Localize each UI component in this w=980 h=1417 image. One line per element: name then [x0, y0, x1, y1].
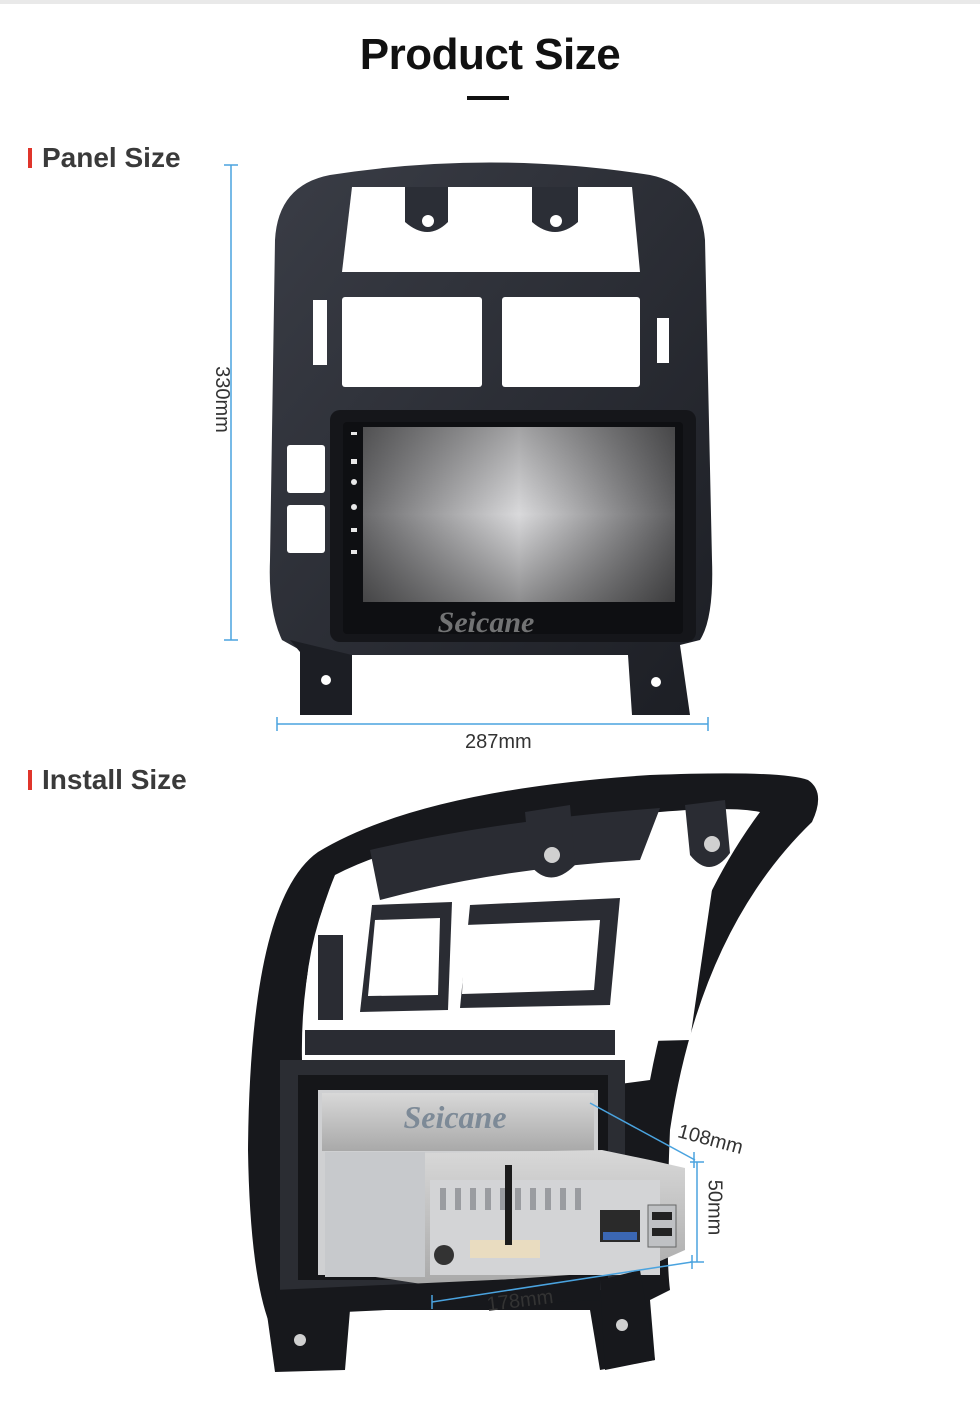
install-height-label: 50mm	[703, 1179, 726, 1236]
install-depth-dimension	[589, 1102, 696, 1168]
heading-accent-bar	[28, 148, 32, 168]
antenna-icon	[505, 1165, 512, 1245]
install-width-dimension	[431, 1255, 693, 1309]
panel-width-dimension	[276, 717, 709, 731]
install-view	[248, 773, 819, 1372]
install-size-heading-text: Install Size	[42, 764, 187, 795]
panel-size-heading: Panel Size	[28, 142, 181, 174]
heading-accent-bar	[28, 770, 32, 790]
panel-width-label: 287mm	[465, 731, 532, 753]
panel-height-dimension	[224, 164, 238, 641]
vent-slots-icon	[440, 1188, 581, 1210]
panel-brand-watermark: Seicane	[438, 606, 535, 639]
screen-side-buttons-icon	[351, 432, 357, 554]
top-divider	[0, 0, 980, 4]
install-size-heading: Install Size	[28, 764, 187, 796]
install-brand-watermark: Seicane	[403, 1099, 506, 1135]
panel-size-heading-text: Panel Size	[42, 142, 181, 173]
page-title: Product Size	[359, 30, 621, 79]
panel-height-label: 330mm	[210, 366, 233, 433]
panel-front-view	[269, 162, 713, 715]
title-underline	[467, 96, 509, 100]
